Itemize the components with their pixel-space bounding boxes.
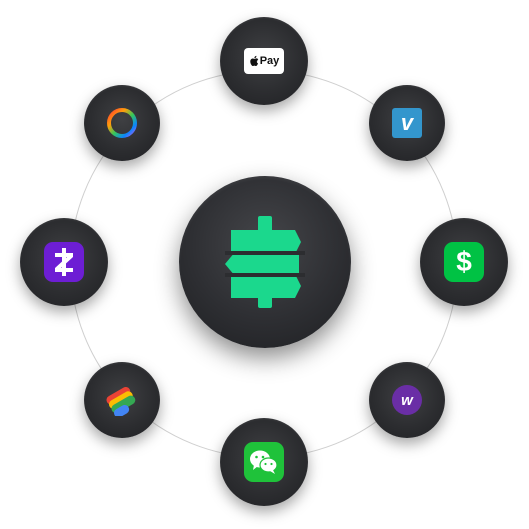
color-ring-icon: [107, 108, 137, 138]
google-pay-icon: [106, 386, 136, 416]
wechat-icon: [244, 442, 284, 482]
zelle-icon: [44, 242, 84, 282]
zelle-node[interactable]: [20, 218, 108, 306]
w-app-letter: w: [401, 391, 413, 409]
venmo-icon: v: [392, 108, 422, 138]
cash-app-icon: $: [444, 242, 484, 282]
venmo-node[interactable]: v: [369, 85, 445, 161]
cash-app-symbol: $: [456, 246, 472, 277]
chat-bubbles-icon: [250, 450, 278, 474]
apple-pay-icon: Pay: [244, 48, 284, 74]
signpost-logo-icon: [225, 216, 305, 308]
hub-node[interactable]: [179, 176, 351, 348]
cash-app-node[interactable]: $: [420, 218, 508, 306]
venmo-letter: v: [400, 110, 414, 135]
google-pay-node[interactable]: [84, 362, 160, 438]
ring-app-node[interactable]: [84, 85, 160, 161]
apple-pay-node[interactable]: Pay: [220, 17, 308, 105]
w-app-icon: w: [392, 385, 422, 415]
zelle-z-icon: [55, 248, 73, 276]
apple-logo-icon: [249, 55, 259, 67]
wechat-pay-node[interactable]: [220, 418, 308, 506]
w-app-node[interactable]: w: [369, 362, 445, 438]
apple-pay-label: Pay: [259, 55, 280, 67]
